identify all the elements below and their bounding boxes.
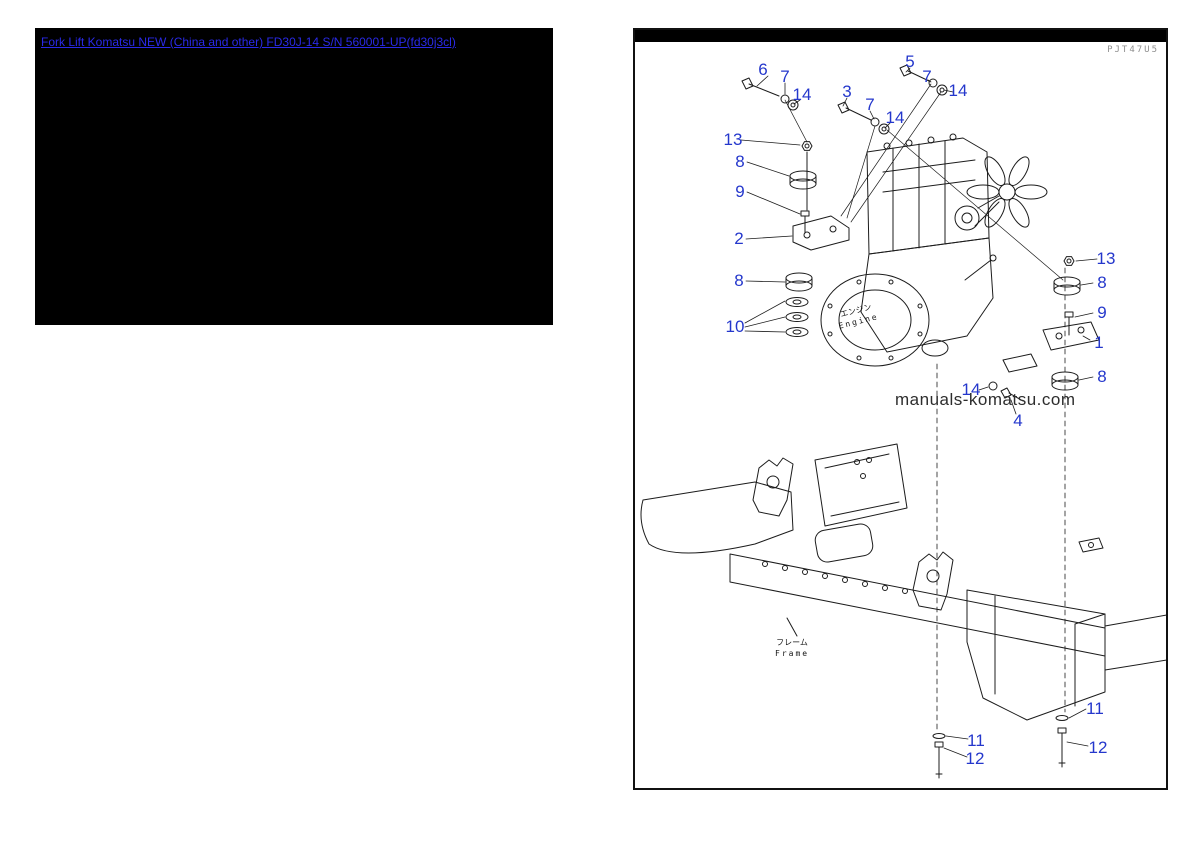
right-mount-parts [988,256,1100,402]
top-bolt-parts [741,64,948,135]
engine-frame-line-art [640,64,1166,779]
line-art-root [640,64,1166,779]
part-callout-1: 1 [1094,333,1104,352]
part-callout-7: 7 [780,67,790,86]
part-callout-12: 12 [965,749,985,768]
part-callout-10: 10 [725,317,745,336]
part-callout-7: 7 [922,67,932,86]
frame-label: フレーム Frame [775,638,809,660]
engine-drawing [820,133,1048,367]
part-callout-9: 9 [735,182,745,201]
part-callout-12: 12 [1088,738,1108,757]
part-callout-14: 14 [792,85,812,104]
part-callout-14: 14 [961,380,981,399]
plate-code: PJT47U5 [1107,45,1159,55]
part-callout-8: 8 [735,152,745,171]
leader-lines [740,67,1098,758]
part-callout-8: 8 [1097,367,1107,386]
part-callout-11: 11 [1086,699,1104,718]
frame-drawing [640,443,1166,721]
part-callout-9: 9 [1097,303,1107,322]
diagram-panel: PJT47U5 [633,28,1168,790]
part-callout-8: 8 [734,271,744,290]
part-callout-14: 14 [885,108,905,127]
part-callout-7: 7 [865,95,875,114]
title-banner: Fork Lift Komatsu NEW (China and other) … [35,28,553,325]
part-callout-8: 8 [1097,273,1107,292]
part-callout-13: 13 [1096,249,1116,268]
dashed-drop-lines [936,267,1066,731]
bottom-bolt-parts [932,715,1069,779]
part-callout-2: 2 [734,229,744,248]
part-callout-14: 14 [948,81,968,100]
fan-icon [966,156,1048,228]
part-callout-4: 4 [1013,411,1023,430]
frame-label-en: Frame [775,648,810,658]
part-callout-13: 13 [723,130,743,149]
catalog-title-link[interactable]: Fork Lift Komatsu NEW (China and other) … [41,35,456,49]
part-callout-11: 11 [967,731,985,750]
frame-label-jp: フレーム [776,638,808,647]
left-mount-parts [785,141,850,337]
panel-top-bar [635,30,1166,42]
watermark: manuals-komatsu.com [895,390,1076,409]
part-callout-6: 6 [758,60,768,79]
construction-lines [784,83,1064,281]
part-callout-5: 5 [905,52,915,71]
part-callout-3: 3 [842,82,852,101]
